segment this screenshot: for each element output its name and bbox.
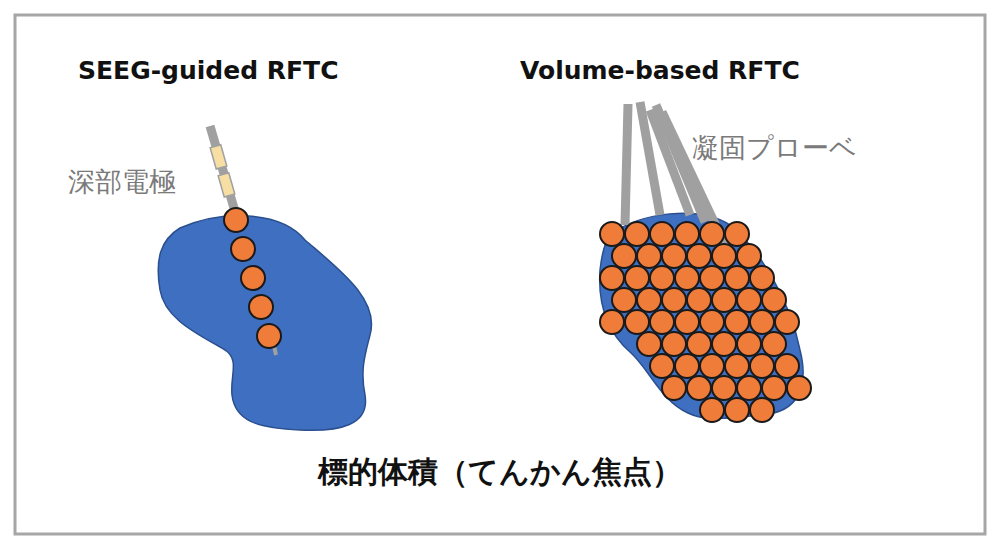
lesion-dot	[675, 354, 699, 378]
lesion-dot	[662, 376, 686, 400]
lesion-dot	[700, 354, 724, 378]
target-volume	[158, 216, 371, 431]
lesion-dot	[700, 310, 724, 334]
lesion-dot	[712, 288, 736, 312]
lesion-dot	[650, 222, 674, 246]
lesion-dot	[650, 266, 674, 290]
lesion-dots	[600, 222, 811, 422]
lesion-dot	[762, 288, 786, 312]
lesion-dot	[762, 376, 786, 400]
lesion-dot	[775, 310, 799, 334]
lesion-dot	[725, 398, 749, 422]
lesion-dot	[662, 332, 686, 356]
lesion-dot	[700, 266, 724, 290]
lesion-dot	[762, 332, 786, 356]
lesion-dot	[600, 266, 624, 290]
lesion-dot	[675, 222, 699, 246]
lesion-dot	[650, 310, 674, 334]
coagulation-probes	[625, 102, 725, 245]
lesion-dot	[775, 354, 799, 378]
lesion-dot	[712, 332, 736, 356]
lesion-dot	[750, 354, 774, 378]
lesion-dot	[637, 244, 661, 268]
lesion-dot	[687, 332, 711, 356]
lesion-dot	[737, 332, 761, 356]
lesion-dot	[700, 398, 724, 422]
lesion-dot	[662, 288, 686, 312]
lesion-dot	[675, 266, 699, 290]
lesion-dot	[600, 222, 624, 246]
panel-heading: SEEG-guided RFTC	[78, 56, 339, 85]
lesion-dot	[725, 222, 749, 246]
panel-heading: Volume-based RFTC	[520, 56, 800, 85]
lesion-dot	[712, 376, 736, 400]
lesion-dot	[650, 354, 674, 378]
lesion-dot	[637, 288, 661, 312]
caption: 標的体積（てんかん焦点）	[0, 452, 1000, 493]
lesion-dot	[700, 222, 724, 246]
lesion-dots	[224, 208, 281, 348]
part-label: 凝固プローベ	[692, 130, 857, 166]
lesion-dot	[675, 310, 699, 334]
lesion-dot	[750, 398, 774, 422]
lesion-dot	[725, 354, 749, 378]
lesion-dot	[750, 310, 774, 334]
lesion-dot	[612, 288, 636, 312]
lesion-dot	[625, 266, 649, 290]
lesion-dot	[725, 266, 749, 290]
lesion-dot	[637, 332, 661, 356]
lesion-dot	[725, 310, 749, 334]
lesion-dot	[787, 376, 811, 400]
lesion-dot	[737, 288, 761, 312]
lesion-dot	[737, 244, 761, 268]
lesion-dot	[687, 288, 711, 312]
target-volume	[600, 213, 803, 418]
lesion-dot	[662, 244, 686, 268]
lesion-dot	[712, 244, 736, 268]
lesion-dot	[625, 222, 649, 246]
lesion-dot	[750, 266, 774, 290]
lesion-dot	[737, 376, 761, 400]
depth-electrode	[210, 126, 276, 355]
lesion-dot	[625, 310, 649, 334]
lesion-dot	[612, 244, 636, 268]
part-label: 深部電極	[68, 164, 176, 200]
lesion-dot	[600, 310, 624, 334]
lesion-dot	[687, 244, 711, 268]
lesion-dot	[687, 376, 711, 400]
